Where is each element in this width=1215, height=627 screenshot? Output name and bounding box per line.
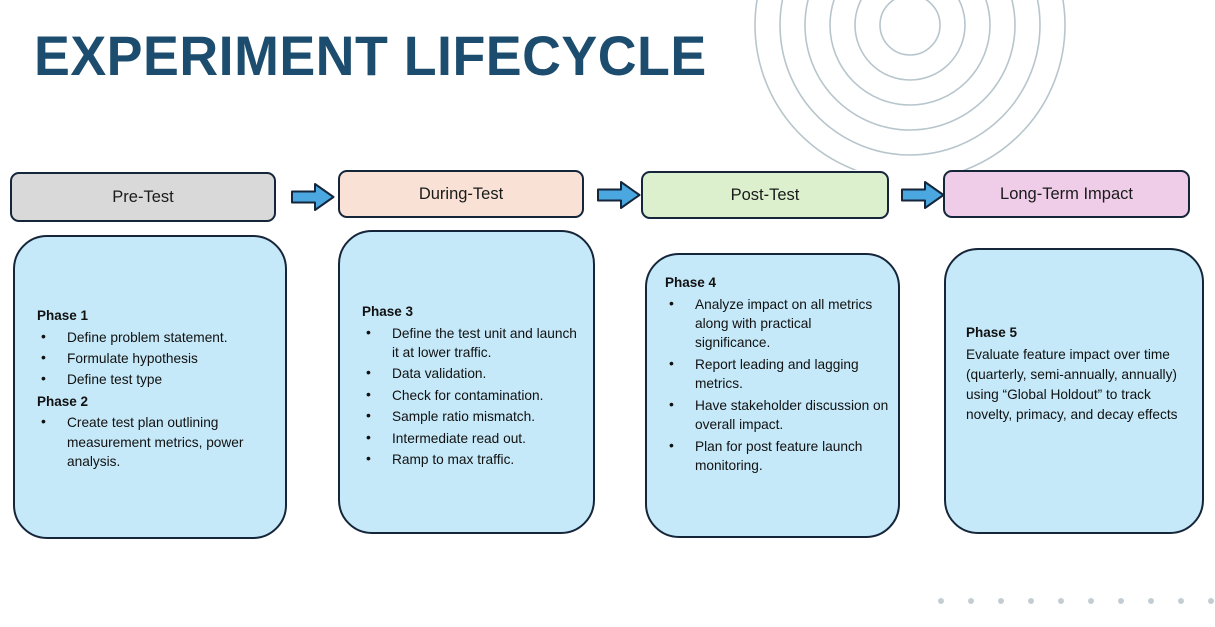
list-item: Define test type [37, 369, 271, 389]
right-arrow-icon [291, 182, 335, 212]
list-item: Define problem statement. [37, 327, 271, 347]
list-item: Report leading and lagging metrics. [665, 354, 890, 394]
list-item: Analyze impact on all metrics along with… [665, 294, 890, 353]
list-item: Data validation. [362, 363, 579, 383]
list-item: Intermediate read out. [362, 428, 579, 448]
phase-title: Phase 4 [665, 275, 717, 290]
stage-header-label: During-Test [418, 184, 504, 203]
stage-header-label: Pre-Test [112, 187, 174, 206]
phase-title: Phase 1 [37, 308, 89, 323]
phase-title: Phase 2 [37, 393, 89, 409]
list-item: Have stakeholder discussion on overall i… [665, 395, 890, 435]
phase-paragraph: Evaluate feature impact over time (quart… [966, 346, 1178, 422]
stage-header-label: Post-Test [730, 185, 800, 204]
phase-title: Phase 3 [362, 304, 414, 319]
stage-header-pre-test[interactable]: Pre-Test [10, 172, 276, 222]
dot-icon [1118, 598, 1124, 604]
list-item: Define the test unit and launch it at lo… [362, 323, 579, 363]
phase-bullet-list: Analyze impact on all metrics along with… [665, 294, 890, 476]
stage-header-label: Long-Term Impact [1000, 184, 1133, 203]
dot-icon [1088, 598, 1094, 604]
dot-icon [1148, 598, 1154, 604]
stage-card-long-term-impact: Phase 5 Evaluate feature impact over tim… [944, 248, 1204, 534]
list-item: Formulate hypothesis [37, 348, 271, 368]
dot-icon [968, 598, 974, 604]
dot-icon [1028, 598, 1034, 604]
stage-card-pre-test: Phase 1 Define problem statement. Formul… [13, 235, 287, 539]
phase-bullet-list: Create test plan outlining measurement m… [37, 412, 271, 471]
list-item: Ramp to max traffic. [362, 449, 579, 469]
dot-icon [938, 598, 944, 604]
right-arrow-icon [901, 180, 945, 210]
list-item: Check for contamination. [362, 385, 579, 405]
dot-icon [1178, 598, 1184, 604]
list-item: Create test plan outlining measurement m… [37, 412, 271, 471]
dot-icon [998, 598, 1004, 604]
phase-bullet-list: Define the test unit and launch it at lo… [362, 323, 579, 470]
dot-icon [1208, 598, 1214, 604]
right-arrow-icon [597, 180, 641, 210]
stage-header-long-term-impact[interactable]: Long-Term Impact [943, 170, 1190, 218]
stage-header-during-test[interactable]: During-Test [338, 170, 584, 218]
page-title: EXPERIMENT LIFECYCLE [34, 24, 707, 87]
concentric-arcs-decoration [738, 0, 1083, 170]
stage-header-post-test[interactable]: Post-Test [641, 171, 889, 219]
dot-row-decoration [938, 598, 1214, 604]
dot-icon [1058, 598, 1064, 604]
phase-title: Phase 5 [966, 325, 1018, 340]
stage-card-post-test: Phase 4 Analyze impact on all metrics al… [645, 253, 900, 538]
list-item: Sample ratio mismatch. [362, 406, 579, 426]
phase-bullet-list: Define problem statement. Formulate hypo… [37, 327, 271, 390]
list-item: Plan for post feature launch monitoring. [665, 436, 890, 476]
stage-card-during-test: Phase 3 Define the test unit and launch … [338, 230, 595, 534]
